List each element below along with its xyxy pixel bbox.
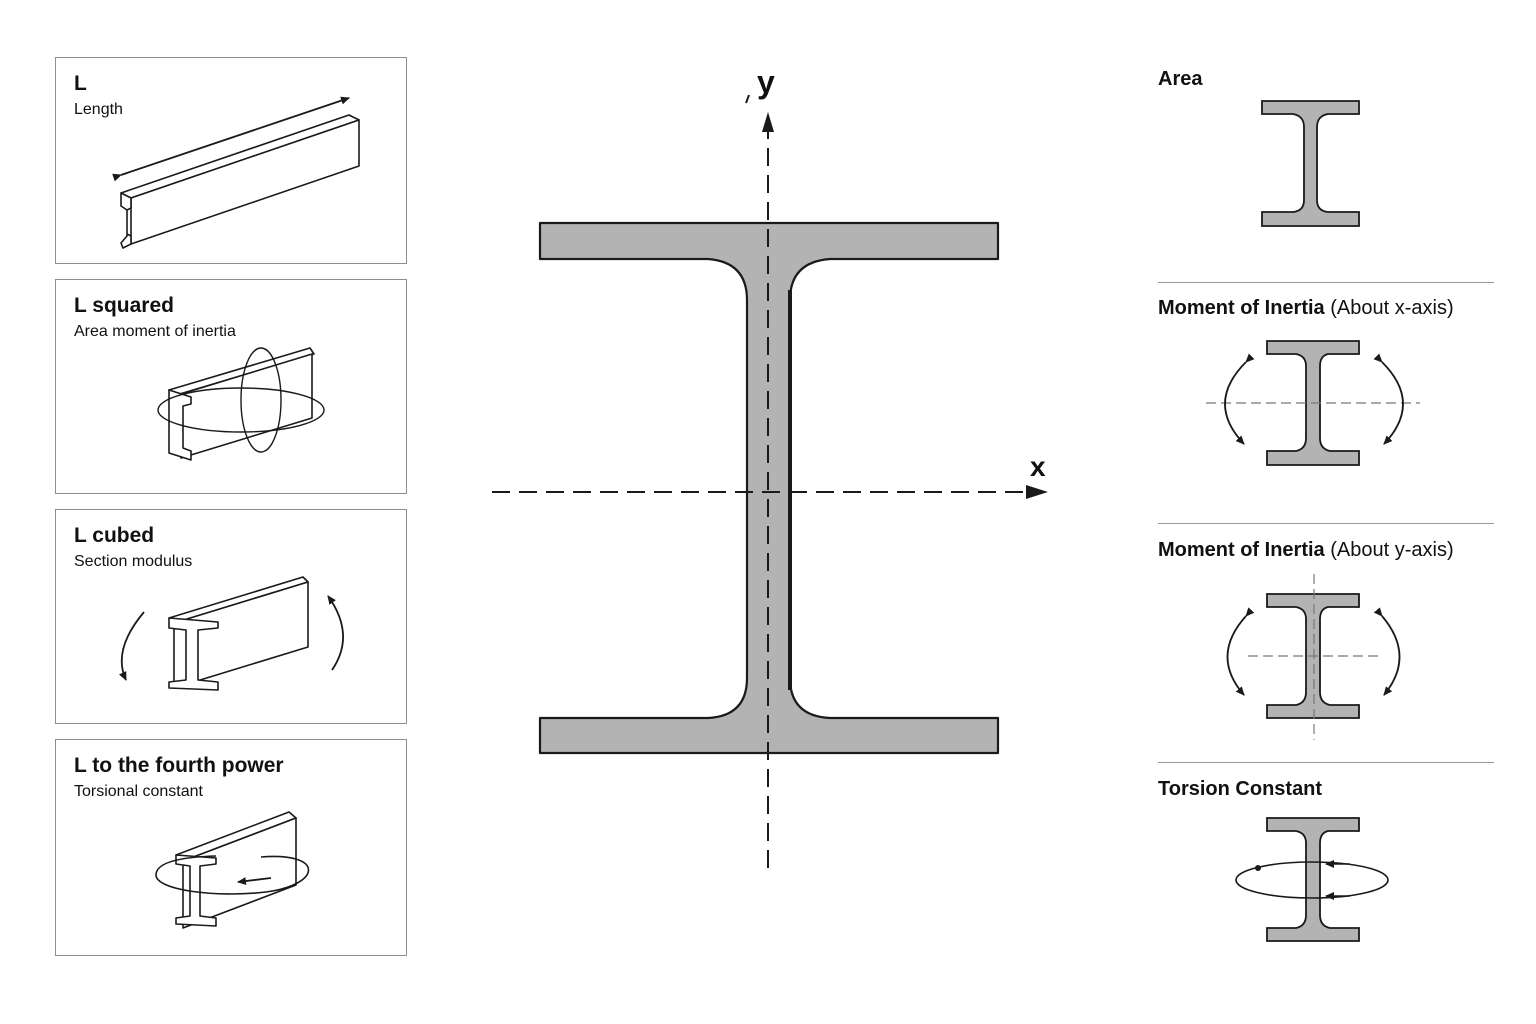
panel-subtitle: Area moment of inertia: [74, 323, 236, 340]
length-panel: L Length: [55, 57, 407, 264]
area-title: Area: [1158, 68, 1203, 90]
torsional-constant-panel: L to the fourth power Torsional constant: [55, 739, 407, 956]
torsion-title: Torsion Constant: [1158, 778, 1323, 800]
divider: [1158, 282, 1494, 283]
torsion-heading: Torsion Constant: [1158, 778, 1322, 801]
divider: [1158, 523, 1494, 524]
section-modulus-panel: L cubed Section modulus: [55, 509, 407, 724]
moment-x-qualifier: (About x-axis): [1330, 297, 1454, 319]
panel-subtitle: Length: [74, 101, 123, 118]
y-axis-label: y: [757, 64, 775, 100]
torsion-beam-icon: [155, 811, 310, 929]
moment-y-title: Moment of Inertia: [1158, 539, 1325, 561]
moment-x-title: Moment of Inertia: [1158, 297, 1325, 319]
moment-y-qualifier: (About y-axis): [1330, 539, 1454, 561]
area-heading: Area: [1158, 68, 1202, 91]
moment-y-heading: Moment of Inertia (About y-axis): [1158, 539, 1454, 562]
area-moment-beam-icon: [157, 347, 325, 461]
area-moment-panel: L squared Area moment of inertia: [55, 279, 407, 494]
panel-title: L to the fourth power: [74, 754, 284, 777]
moment-x-heading: Moment of Inertia (About x-axis): [1158, 297, 1454, 320]
divider: [1158, 762, 1494, 763]
x-axis-label: x: [1030, 451, 1046, 482]
panel-subtitle: Section modulus: [74, 553, 193, 570]
length-beam-icon: [112, 96, 360, 249]
panel-subtitle: Torsional constant: [74, 783, 203, 800]
panel-title: L cubed: [74, 524, 155, 547]
panel-title: L: [74, 72, 87, 95]
section-modulus-beam-icon: [118, 576, 344, 691]
panel-title: L squared: [74, 294, 174, 317]
